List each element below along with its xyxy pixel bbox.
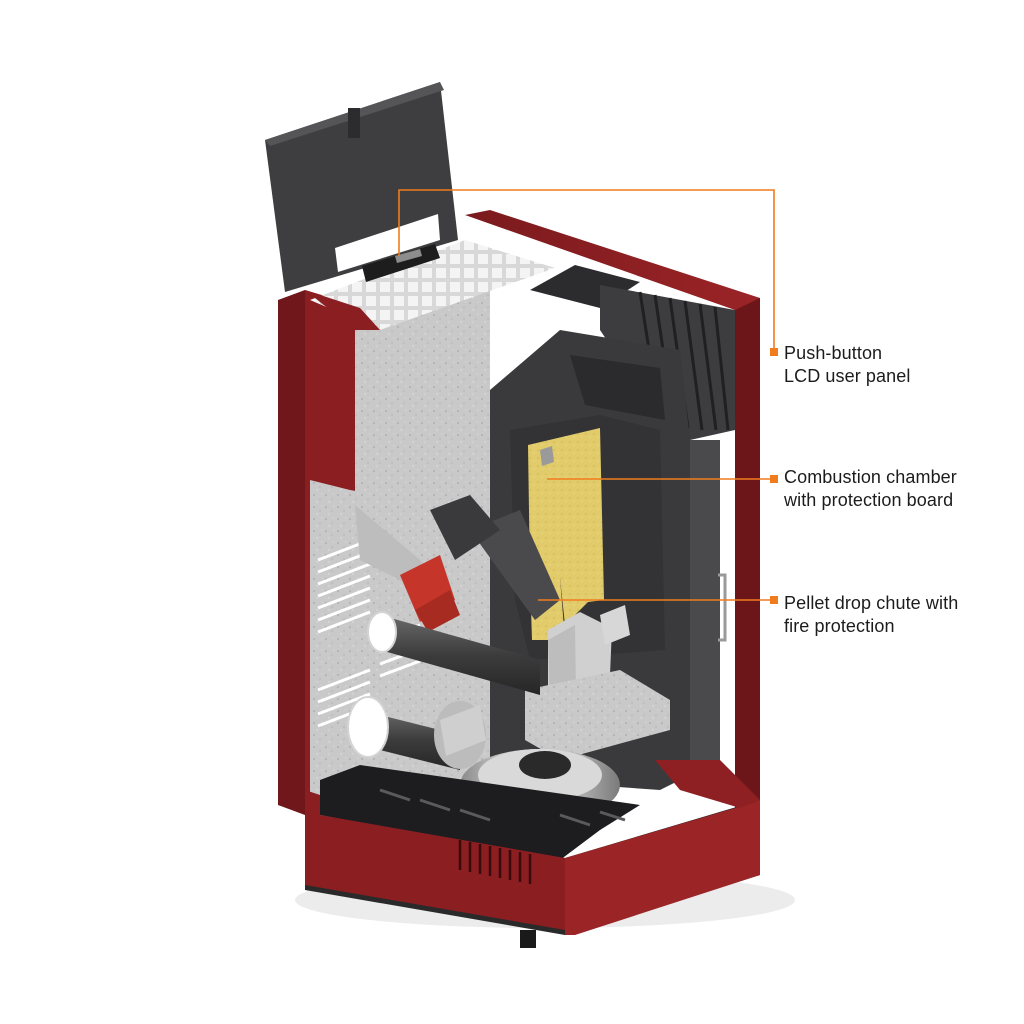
callout-pellet-chute-label: Pellet drop chute with fire protection	[784, 592, 958, 638]
callout-line-2: fire protection	[784, 616, 895, 636]
lcd-user-panel	[362, 244, 440, 282]
marker-combustion-chamber	[770, 475, 778, 483]
lower-insulation-slab	[525, 670, 670, 760]
cabinet-right-edge	[735, 298, 760, 808]
callout-lcd-panel-label: Push-button LCD user panel	[784, 342, 910, 388]
leader-lcd-panel	[398, 189, 775, 352]
callout-line-1: Push-button	[784, 343, 883, 363]
pellet-drop-chute	[400, 495, 560, 632]
marker-lcd-panel	[770, 348, 778, 356]
callout-combustion-chamber-label: Combustion chamber with protection board	[784, 466, 957, 512]
door-hinge	[718, 573, 727, 642]
marker-pellet-chute	[770, 596, 778, 604]
callout-leaders	[398, 189, 775, 601]
callout-line-2: with protection board	[784, 490, 954, 510]
floor-vent-tray	[320, 765, 640, 860]
callout-markers	[770, 348, 778, 604]
callout-line-1: Pellet drop chute with	[784, 593, 959, 613]
callout-line-1: Combustion chamber	[784, 467, 957, 487]
hopper-lid	[265, 82, 458, 292]
cabinet-front-panel	[305, 760, 760, 935]
callout-line-2: LCD user panel	[784, 366, 911, 386]
air-intake-pipes	[347, 611, 540, 770]
cabinet-left-panel	[278, 290, 355, 815]
